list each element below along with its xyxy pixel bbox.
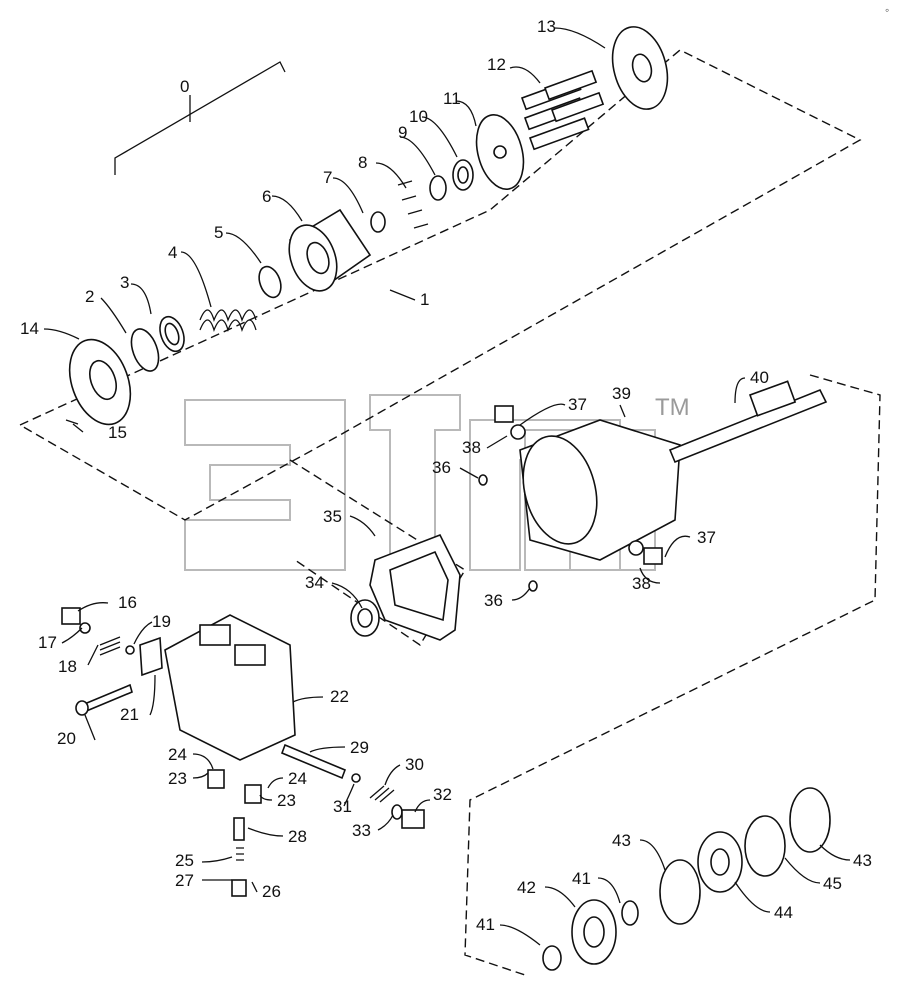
part-labels: 0 1 2 3 4 5 6 7 8 9 10 11 12 13 14 15 16… — [20, 17, 872, 934]
part-16-17-plug — [61, 607, 91, 634]
label-3: 3 — [120, 273, 129, 292]
part-39-housing — [519, 419, 681, 561]
corner-mark: ◦ — [885, 3, 889, 17]
part-3-seal — [159, 315, 185, 353]
label-38a: 38 — [462, 438, 481, 457]
part-10-bearing — [452, 159, 474, 191]
label-16: 16 — [118, 593, 137, 612]
part-18-spring — [99, 636, 121, 656]
part-36-pins — [478, 474, 538, 592]
part-6-cylinder-block — [288, 208, 372, 292]
label-0: 0 — [180, 77, 189, 96]
label-28: 28 — [288, 827, 307, 846]
label-5: 5 — [214, 223, 223, 242]
label-39: 39 — [612, 384, 631, 403]
label-43b: 43 — [853, 851, 872, 870]
label-24b: 24 — [288, 769, 307, 788]
label-42: 42 — [517, 878, 536, 897]
part-38-orings — [510, 424, 644, 556]
label-41b: 41 — [476, 915, 495, 934]
watermark-tm: TM — [655, 394, 690, 421]
label-24a: 24 — [168, 745, 187, 764]
part-5-washer — [258, 265, 282, 299]
label-13: 13 — [537, 17, 556, 36]
label-30: 30 — [405, 755, 424, 774]
part-34-bearing — [350, 599, 380, 637]
label-40: 40 — [750, 368, 769, 387]
label-4: 4 — [168, 243, 177, 262]
label-26: 26 — [262, 882, 281, 901]
part-19-21-valve — [125, 636, 163, 677]
label-11: 11 — [443, 89, 461, 108]
label-35: 35 — [323, 507, 342, 526]
label-20: 20 — [57, 729, 76, 748]
part-20-bolt — [75, 683, 133, 716]
part-23-24-fittings — [207, 769, 262, 804]
part-31-ball — [351, 773, 361, 783]
label-15: 15 — [108, 423, 127, 442]
label-17: 17 — [38, 633, 57, 652]
label-1: 1 — [420, 290, 429, 309]
label-45: 45 — [823, 874, 842, 893]
label-37b: 37 — [697, 528, 716, 547]
label-23a: 23 — [168, 769, 187, 788]
label-37a: 37 — [568, 395, 587, 414]
label-43a: 43 — [612, 831, 631, 850]
part-8-pins — [397, 180, 429, 229]
label-31: 31 — [333, 797, 352, 816]
part-15-pin — [65, 419, 79, 425]
part-30-spring — [369, 785, 395, 803]
label-7: 7 — [323, 168, 332, 187]
part-14-end-plate — [68, 338, 132, 426]
label-6: 6 — [262, 187, 271, 206]
label-34: 34 — [305, 573, 324, 592]
label-38b: 38 — [632, 574, 651, 593]
label-29: 29 — [350, 738, 369, 757]
label-27: 27 — [175, 871, 194, 890]
part-9-ring — [429, 175, 447, 201]
label-36b: 36 — [484, 591, 503, 610]
part-13-swash-plate — [611, 26, 669, 110]
label-22: 22 — [330, 687, 349, 706]
part-11-retainer-plate — [475, 114, 525, 190]
label-2: 2 — [85, 287, 94, 306]
label-10: 10 — [409, 107, 428, 126]
label-44: 44 — [774, 903, 793, 922]
part-22-end-cover — [164, 614, 296, 761]
label-36a: 36 — [432, 458, 451, 477]
part-25-28-stack — [231, 817, 247, 897]
label-18: 18 — [58, 657, 77, 676]
label-23b: 23 — [277, 791, 296, 810]
part-7-clip — [370, 211, 386, 233]
part-32-33-plug — [391, 804, 425, 829]
part-12-pistons — [520, 69, 605, 151]
part-40-shaft — [668, 380, 828, 464]
label-21: 21 — [120, 705, 139, 724]
group-bracket — [114, 61, 286, 175]
label-41a: 41 — [572, 869, 591, 888]
leader-lines — [43, 27, 851, 946]
label-19: 19 — [152, 612, 171, 631]
part-35-gasket — [369, 533, 461, 641]
part-41-42-44-bearings — [542, 831, 743, 971]
part-4-spring — [199, 309, 257, 332]
part-43-45-rings — [659, 787, 831, 925]
part-2-ring — [130, 328, 160, 372]
label-14: 14 — [20, 319, 39, 338]
label-9: 9 — [398, 123, 407, 142]
part-37-plugs — [494, 405, 663, 565]
label-25: 25 — [175, 851, 194, 870]
part-29-valve-stem — [280, 743, 347, 780]
label-33: 33 — [352, 821, 371, 840]
label-12: 12 — [487, 55, 506, 74]
label-8: 8 — [358, 153, 367, 172]
label-32: 32 — [433, 785, 452, 804]
